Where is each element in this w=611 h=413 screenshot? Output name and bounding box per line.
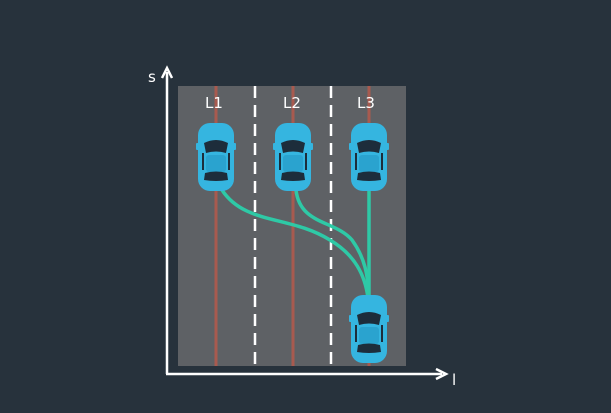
l-axis-arrow-icon [435,367,449,381]
s-axis-label: s [148,68,156,86]
car-ego [349,295,389,363]
trajectory-to-l2 [294,188,371,300]
s-axis-arrow-icon [160,65,174,79]
lane-label-l3: L3 [357,94,375,112]
car-target-l3 [349,123,389,191]
trajectory-to-l1 [220,188,370,300]
lane-label-l2: L2 [283,94,301,112]
car-target-l2 [273,123,313,191]
car-target-l1 [196,123,236,191]
lane-label-l1: L1 [205,94,223,112]
l-axis-label: l [452,371,456,389]
